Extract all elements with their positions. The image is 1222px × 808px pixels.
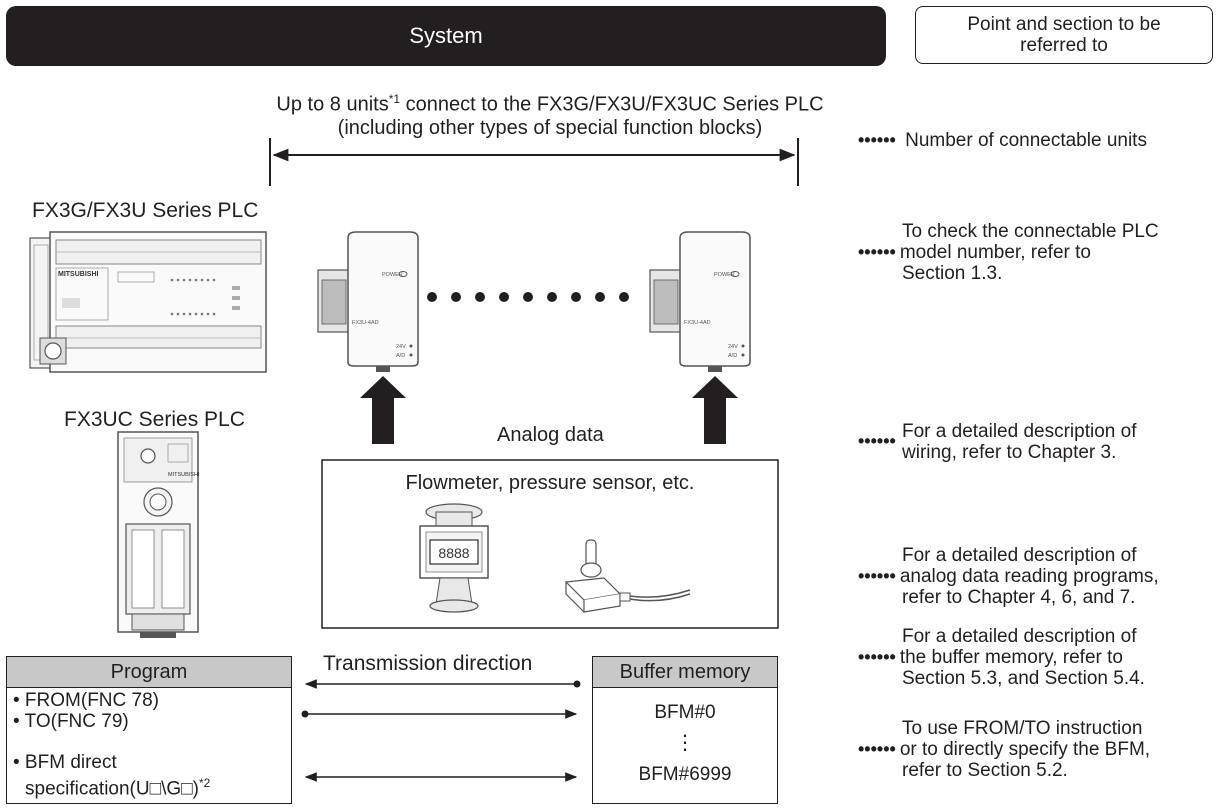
system-title: System: [409, 23, 483, 48]
reference-text-3a: For a detailed description of: [902, 421, 1137, 442]
reference-text-6c: refer to Section 5.2.: [902, 760, 1068, 781]
reference-text-5c: Section 5.3, and Section 5.4.: [902, 668, 1145, 689]
program-box: Program • FROM(FNC 78) • TO(FNC 79) • BF…: [6, 656, 292, 804]
reference-text-2a: To check the connectable PLC: [902, 221, 1159, 242]
bfm-last: BFM#6999: [638, 764, 732, 785]
system-diagram: MITSUBISHI POWER FX3U-4AD 24V A/D POWER …: [29, 138, 799, 782]
program-title: Program: [7, 657, 291, 688]
reference-text-6a: To use FROM/TO instruction: [902, 718, 1143, 739]
connection-line-1: Up to 8 units*1 connect to the FX3G/FX3U…: [200, 88, 900, 117]
analog-data-label: Analog data: [497, 424, 604, 446]
analog-data-arrows: [360, 376, 738, 444]
program-item-bfm-spec: specification(U□\G□)*2: [13, 773, 285, 799]
reference-leader-1: ••••••: [858, 130, 896, 150]
reference-item-5: For a detailed description of ••••••the …: [858, 626, 1218, 689]
buffer-title: Buffer memory: [593, 657, 777, 688]
reference-title: Point and section to be referred to: [967, 14, 1161, 56]
bfm-ellipsis: ⋮: [675, 732, 695, 754]
svg-text:24V: 24V: [396, 344, 406, 350]
fx3uc-plc: MITSUBISHI: [117, 431, 200, 638]
reference-leader-6: ••••••: [858, 739, 896, 759]
analog-module-left: POWER FX3U-4AD 24V A/D: [317, 231, 419, 372]
sensor-box-title: Flowmeter, pressure sensor, etc.: [405, 472, 695, 494]
svg-text:A/D: A/D: [396, 353, 405, 359]
connection-line-2: (including other types of special functi…: [337, 116, 763, 139]
svg-text:FX3U-4AD: FX3U-4AD: [684, 320, 711, 326]
more-units-dots: [427, 292, 629, 302]
reference-leader-3: ••••••: [858, 431, 896, 451]
footnote-ref-2: *2: [198, 776, 211, 790]
reference-text-4c: refer to Chapter 4, 6, and 7.: [902, 587, 1136, 608]
svg-text:24V: 24V: [728, 344, 738, 350]
reference-leader-2: ••••••: [858, 242, 896, 262]
connection-note: Up to 8 units*1 connect to the FX3G/FX3U…: [200, 88, 900, 140]
fx3u-plc: MITSUBISHI: [29, 231, 267, 373]
transmission-label: Transmission direction: [323, 652, 533, 675]
fx3uc-plc-label: FX3UC Series PLC: [64, 408, 245, 431]
reference-item-1: •••••• Number of connectable units: [858, 130, 1218, 151]
connection-line-1-suffix: connect to the FX3G/FX3U/FX3UC Series PL…: [400, 93, 824, 116]
reference-text-2c: Section 1.3.: [902, 263, 1003, 284]
svg-text:FX3U-4AD: FX3U-4AD: [352, 320, 379, 326]
buffer-range: BFM#0 ⋮ BFM#6999: [593, 688, 777, 785]
plc-brand-text: MITSUBISHI: [58, 271, 99, 278]
program-item-bfm-direct: • BFM direct: [13, 752, 117, 773]
reference-text-5b: the buffer memory, refer to: [899, 647, 1123, 668]
reference-text-6b: or to directly specify the BFM,: [899, 739, 1151, 760]
reference-text-2b: model number, refer to: [899, 242, 1091, 263]
reference-leader-5: ••••••: [858, 647, 896, 667]
reference-item-6: To use FROM/TO instruction ••••••or to d…: [858, 718, 1218, 781]
pressure-sensor-icon: [564, 539, 691, 613]
meter-display-text: 8888: [438, 545, 469, 561]
analog-module-right: POWER FX3U-4AD 24V A/D: [649, 231, 751, 372]
fx3u-plc-label: FX3G/FX3U Series PLC: [32, 199, 259, 222]
reference-text-5a: For a detailed description of: [902, 626, 1137, 647]
program-item-to: • TO(FNC 79): [13, 711, 129, 732]
svg-text:POWER: POWER: [382, 272, 403, 278]
reference-text-3b: wiring, refer to Chapter 3.: [902, 442, 1117, 463]
reference-item-2: To check the connectable PLC ••••••model…: [858, 221, 1218, 284]
program-list: • FROM(FNC 78) • TO(FNC 79) • BFM direct…: [7, 688, 291, 801]
reference-text-4b: analog data reading programs,: [899, 566, 1159, 587]
bfm-first: BFM#0: [654, 702, 716, 723]
footnote-ref-1: *1: [388, 92, 401, 106]
connection-line-1-prefix: Up to 8 units: [276, 93, 389, 116]
system-header: System: [6, 6, 886, 66]
reference-item-3: For a detailed description of •••••• wir…: [858, 421, 1218, 463]
sensor-box: [321, 459, 779, 629]
fx3uc-brand-text: MITSUBISHI: [168, 472, 200, 478]
flowmeter-icon: 8888: [419, 503, 489, 613]
buffer-memory-box: Buffer memory BFM#0 ⋮ BFM#6999: [592, 656, 778, 804]
span-arrow: [269, 138, 799, 186]
program-item-bfm-spec-text: specification(U□\G□): [25, 778, 199, 800]
reference-header: Point and section to be referred to: [915, 6, 1213, 64]
svg-text:POWER: POWER: [714, 272, 735, 278]
reference-text-1: Number of connectable units: [905, 130, 1147, 151]
svg-text:A/D: A/D: [728, 353, 737, 359]
reference-text-4a: For a detailed description of: [902, 545, 1137, 566]
transmission-arrows: [301, 679, 581, 782]
reference-item-4: For a detailed description of ••••••anal…: [858, 545, 1218, 608]
reference-leader-4: ••••••: [858, 566, 896, 586]
program-item-from: • FROM(FNC 78): [13, 690, 159, 711]
